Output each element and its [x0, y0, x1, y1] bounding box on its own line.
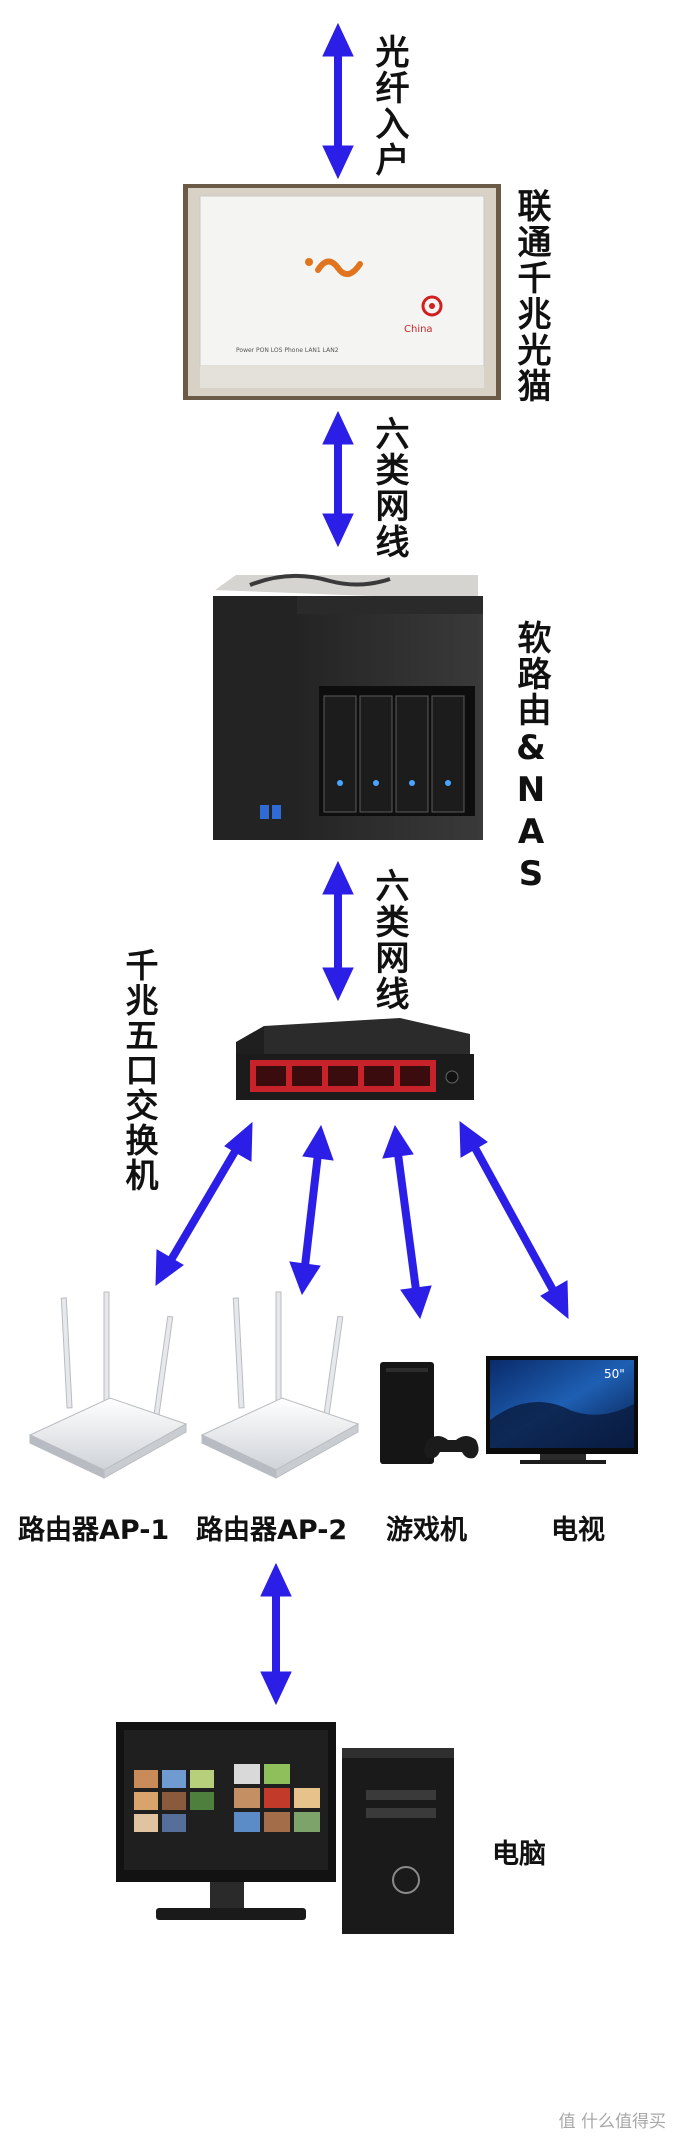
onu-indicator-labels: Power PON LOS Phone LAN1 LAN2 [236, 347, 339, 354]
label-ap1: 路由器AP-1 [18, 1515, 170, 1546]
dell-logo [392, 1866, 420, 1894]
monitor-screen-tiles [134, 1764, 320, 1832]
china-unicom-logo: China [404, 295, 443, 335]
nas-device [213, 573, 483, 840]
label-ap2: 路由器AP-2 [196, 1515, 348, 1546]
onu-logo [305, 258, 363, 277]
tv-device: 50" [486, 1356, 638, 1464]
arrow-cat6-1 [322, 410, 354, 548]
label-onu: 联通千兆光猫 [511, 188, 551, 404]
arrow-switch-ap2 [289, 1124, 334, 1296]
label-fiber-in: 光纤入户 [369, 34, 409, 178]
switch-device [236, 1018, 474, 1100]
arrow-fiber [322, 22, 354, 180]
arrow-switch-ap1 [155, 1121, 253, 1287]
arrow-cat6-2 [322, 860, 354, 1002]
label-router-nas: 软路由&NAS [511, 620, 551, 896]
label-pc: 电脑 [492, 1839, 546, 1870]
nas-drive-bays [323, 695, 465, 813]
pc-device [116, 1722, 454, 1934]
console-device [380, 1362, 479, 1464]
router-ap2-device [200, 1291, 360, 1479]
usb-port [260, 805, 269, 819]
arrow-ap2-pc [260, 1562, 292, 1706]
label-console: 游戏机 [386, 1515, 467, 1546]
watermark: 值 什么值得买 [558, 2112, 666, 2132]
router-ap1-device [28, 1291, 188, 1479]
label-switch: 千兆五口交换机 [120, 948, 159, 1193]
label-tv: 电视 [551, 1515, 605, 1546]
label-cat6-1: 六类网线 [369, 416, 409, 560]
usb-port [272, 805, 281, 819]
arrow-switch-tv [459, 1120, 569, 1320]
switch-ports [256, 1066, 430, 1086]
onu-device: China Power PON LOS Phone LAN1 LAN2 [183, 184, 501, 400]
label-cat6-2: 六类网线 [369, 868, 409, 1012]
tv-size-label: 50" [604, 1367, 625, 1381]
arrow-switch-console [382, 1124, 432, 1320]
onu-brand-text: China [404, 324, 433, 335]
